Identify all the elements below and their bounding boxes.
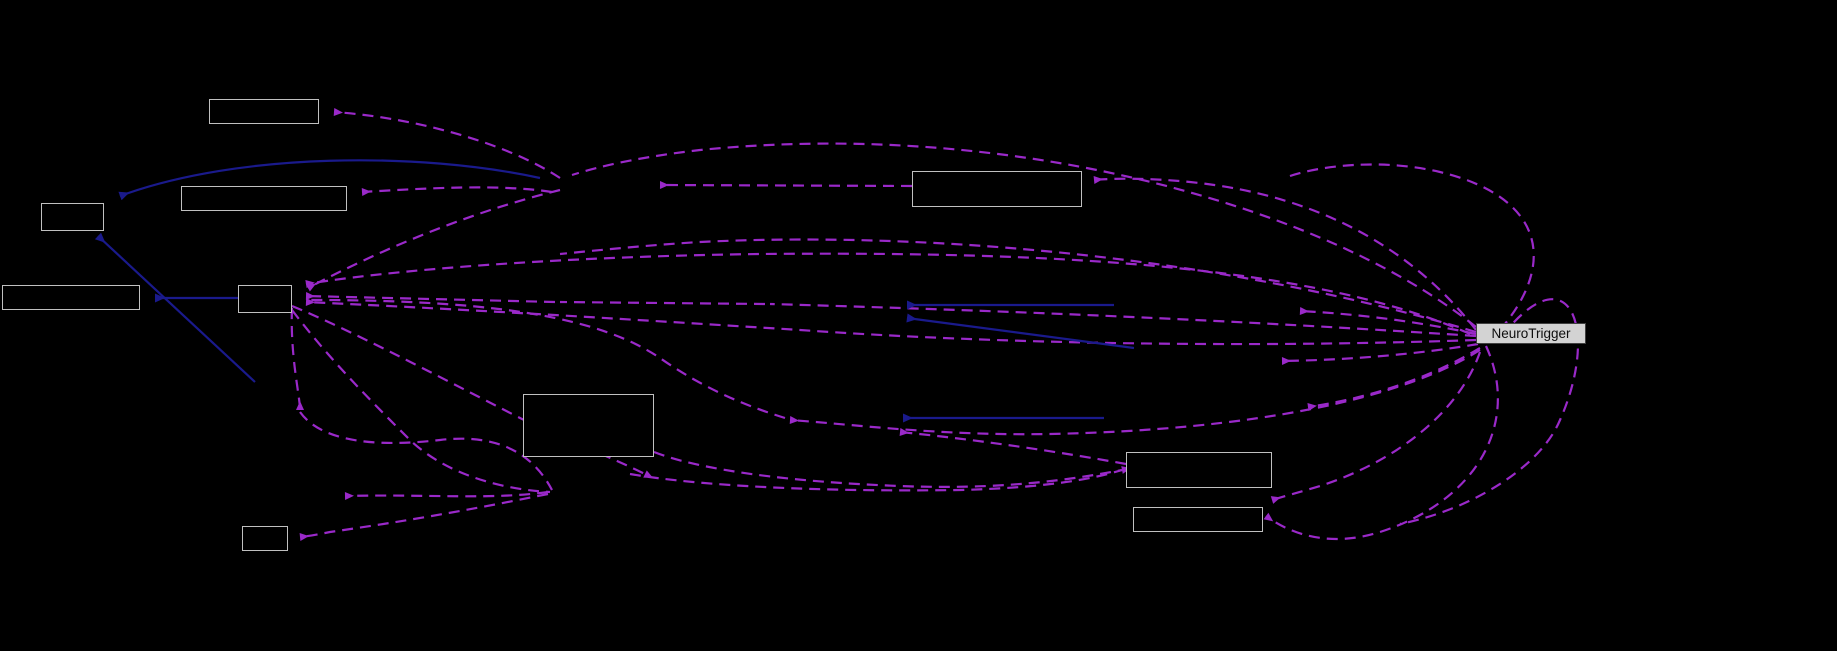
graph-node[interactable] (523, 394, 654, 457)
graph-node-label (1127, 453, 1271, 487)
purple-dashed-edges (290, 108, 1579, 541)
graph-node-label (210, 100, 318, 123)
graph-node-label (1134, 508, 1262, 531)
blue-solid-edges (94, 159, 1135, 423)
graph-node-label (182, 187, 346, 210)
graph-node-label (913, 172, 1081, 206)
graph-node[interactable] (2, 285, 140, 310)
graph-node-label: NeuroTrigger (1491, 325, 1571, 341)
graph-node[interactable] (1133, 507, 1263, 532)
graph-node[interactable] (181, 186, 347, 211)
graph-node-label (524, 395, 653, 456)
graph-node-label (239, 286, 291, 312)
graph-node-label (42, 204, 103, 230)
graph-node[interactable] (209, 99, 319, 124)
graph-node[interactable] (912, 171, 1082, 207)
graph-node-label (3, 286, 139, 309)
graph-node[interactable] (41, 203, 104, 231)
graph-node[interactable] (1126, 452, 1272, 488)
graph-node-neurotrigger[interactable]: NeuroTrigger (1476, 323, 1586, 344)
graph-node[interactable] (242, 526, 288, 551)
graph-node[interactable] (238, 285, 292, 313)
graph-node-label (243, 527, 287, 550)
